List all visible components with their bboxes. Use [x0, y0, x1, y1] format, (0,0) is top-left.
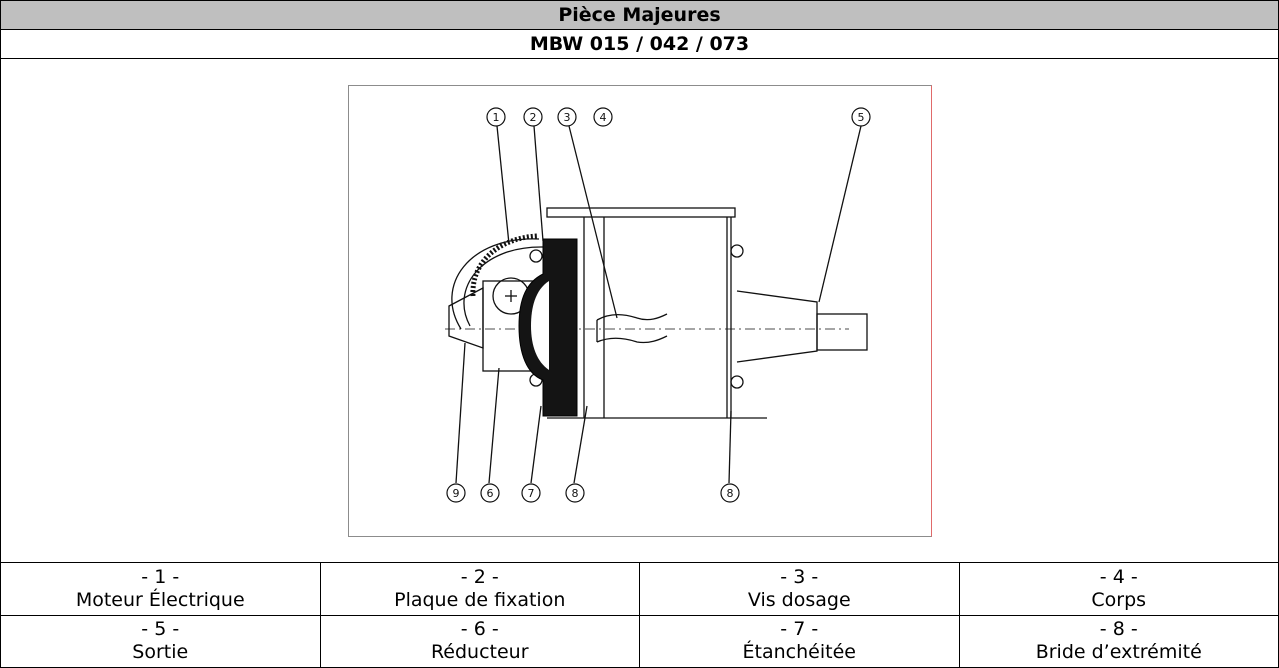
feeder-assembly-drawing: 1 2 3 4 5 9 6 7 8 8 — [444, 106, 871, 503]
dosing-screw — [596, 312, 667, 321]
part-name: Corps — [1091, 588, 1147, 611]
balloon-label: 6 — [486, 487, 493, 500]
part-number: - 8 - — [1099, 618, 1138, 641]
balloon-label: 4 — [599, 111, 606, 124]
balloon-label: 3 — [563, 111, 570, 124]
part-cell: - 2 -Plaque de fixation — [319, 562, 640, 616]
balloon-label: 8 — [726, 487, 733, 500]
top-flange — [545, 206, 736, 218]
part-number: - 1 - — [141, 565, 180, 588]
sheet-title: Pièce Majeures — [0, 0, 1279, 30]
outlet-spout — [815, 312, 868, 351]
part-cell: - 3 -Vis dosage — [639, 562, 960, 616]
part-number: - 5 - — [141, 618, 180, 641]
part-name: Sortie — [132, 641, 189, 664]
part-name: Réducteur — [430, 641, 529, 664]
part-cell: - 7 -Étanchéitée — [639, 614, 960, 668]
balloon-label: 2 — [529, 111, 536, 124]
part-cell: - 6 -Réducteur — [319, 614, 640, 668]
drawing-cell: 1 2 3 4 5 9 6 7 8 8 — [0, 57, 1279, 564]
technical-drawing: 1 2 3 4 5 9 6 7 8 8 — [347, 84, 932, 537]
part-name: Étanchéitée — [742, 641, 856, 664]
part-cell: - 4 -Corps — [958, 562, 1279, 616]
part-name: Plaque de fixation — [394, 588, 566, 611]
part-number: - 4 - — [1099, 565, 1138, 588]
part-number: - 3 - — [780, 565, 819, 588]
balloon-label: 5 — [857, 111, 864, 124]
balloon-label: 8 — [571, 487, 578, 500]
part-name: Moteur Électrique — [75, 588, 245, 611]
part-number: - 6 - — [460, 618, 499, 641]
part-cell: - 8 -Bride d’extrémité — [958, 614, 1279, 668]
model-numbers: MBW 015 / 042 / 073 — [0, 28, 1279, 59]
part-name: Vis dosage — [747, 588, 851, 611]
part-number: - 2 - — [460, 565, 499, 588]
balloon-label: 7 — [527, 487, 534, 500]
outlet-cone — [736, 289, 818, 363]
bolt-top-left — [528, 248, 543, 263]
part-name: Bride d’extrémité — [1035, 641, 1202, 664]
part-cell: - 5 -Sortie — [0, 614, 321, 668]
balloon-label: 9 — [452, 487, 459, 500]
part-cell: - 1 -Moteur Électrique — [0, 562, 321, 616]
part-number: - 7 - — [780, 618, 819, 641]
balloon-label: 1 — [492, 111, 499, 124]
